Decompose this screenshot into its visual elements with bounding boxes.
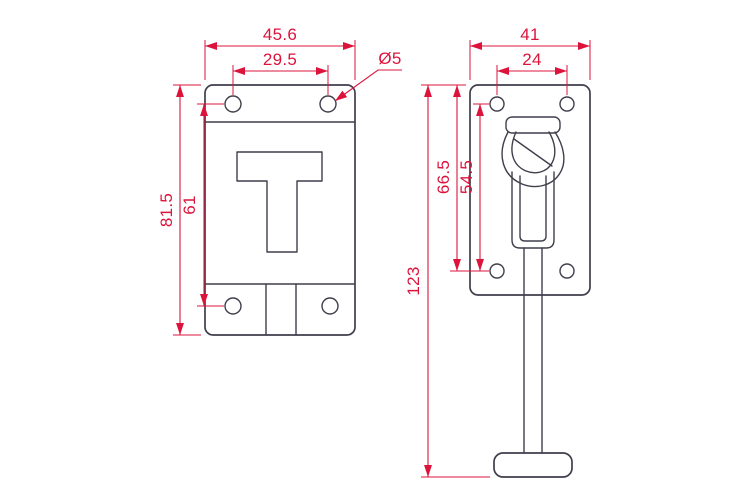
dim-side-hole-spacing-width: 24	[496, 50, 568, 95]
dim-front-overall-width: 45.6	[204, 25, 356, 80]
front-hole-top-left	[224, 95, 242, 113]
dim-side-hole-spacing-height: 54.5	[457, 103, 489, 271]
side-hole-top-left	[489, 96, 505, 112]
dim-side-hole-spacing-width-label: 24	[522, 50, 542, 69]
dim-side-top-to-lower-hole: 66.5	[421, 84, 489, 272]
dim-front-overall-width-label: 45.6	[263, 25, 297, 44]
dim-front-hole-diameter: Ø5	[334, 49, 402, 102]
front-t-slot-cutout	[236, 151, 323, 253]
dim-front-overall-height-label: 81.5	[157, 193, 176, 227]
dim-front-hole-spacing-height-label: 61	[180, 195, 199, 215]
front-hole-top-right	[319, 95, 337, 113]
dim-front-overall-height: 81.5	[157, 84, 201, 336]
handle-foot	[493, 452, 573, 478]
dim-side-overall-width: 41	[469, 25, 591, 80]
dim-front-hole-diameter-label: Ø5	[378, 49, 401, 68]
front-view	[204, 84, 356, 336]
spring-clip-mount	[505, 116, 561, 134]
leader-line	[334, 69, 402, 102]
dim-side-hole-spacing-height-label: 54.5	[457, 160, 476, 194]
dim-front-hole-spacing-width: 29.5	[232, 50, 329, 95]
dim-front-hole-spacing-height: 61	[180, 103, 224, 307]
dim-side-top-to-lower-hole-label: 66.5	[434, 160, 453, 194]
side-hole-bottom-left	[489, 263, 505, 279]
side-view-dimensions: 41 24 66.5 54.5 123	[404, 25, 591, 478]
front-hole-bottom-left	[224, 297, 242, 315]
dim-side-overall-height: 123	[404, 85, 490, 478]
side-hole-top-right	[559, 96, 575, 112]
spring-clip-cross-wire	[513, 138, 553, 167]
dim-front-hole-spacing-width-label: 29.5	[263, 50, 297, 69]
dim-side-overall-width-label: 41	[520, 25, 540, 44]
front-hole-bottom-right	[321, 297, 339, 315]
side-plate-outline	[469, 84, 591, 296]
dim-side-overall-height-label: 123	[404, 266, 423, 295]
side-hole-bottom-right	[559, 263, 575, 279]
spring-clip-inner-wire	[511, 131, 556, 174]
latch-channel-inner	[519, 175, 547, 242]
side-view	[469, 84, 591, 478]
spring-clip-outer-wire	[501, 131, 565, 188]
latch-channel-outer	[511, 171, 555, 249]
front-view-dimensions: 45.6 29.5 Ø5 81.5 61	[157, 25, 402, 336]
